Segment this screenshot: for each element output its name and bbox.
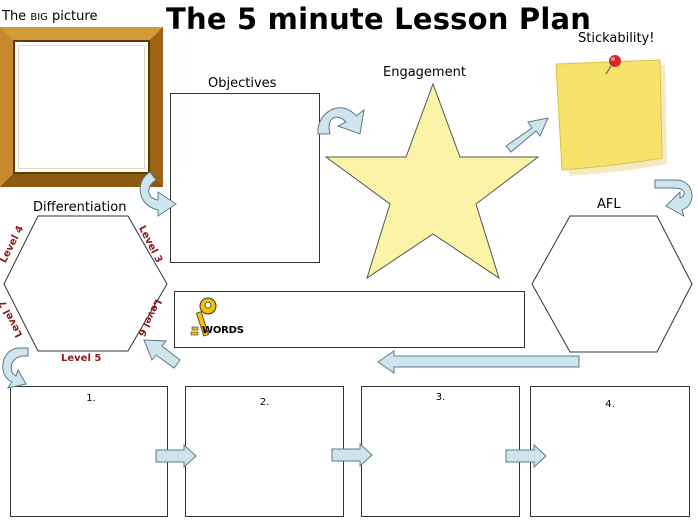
engagement-star [324, 82, 540, 280]
step-arrow-1 [155, 443, 197, 469]
differentiation-label: Differentiation [33, 200, 127, 215]
step-box-1[interactable]: 1. [10, 386, 168, 517]
step-number-2: 2. [259, 397, 270, 408]
afl-label: AFL [597, 197, 621, 212]
step-number-4: 4. [605, 399, 615, 410]
step-box-4[interactable]: 4. [530, 386, 690, 517]
engagement-label: Engagement [383, 65, 466, 80]
step-arrow-2 [331, 442, 373, 468]
objectives-label: Objectives [208, 76, 277, 91]
keywords-text: WORDS [202, 325, 244, 336]
page-title: The 5 minute Lesson Plan [166, 2, 592, 36]
step-number-3: 3. [435, 392, 446, 403]
arrow-keywords-to-hexagon [143, 339, 181, 369]
big-picture-label: The BIG picture [2, 9, 97, 24]
level-5-label: Level 5 [61, 353, 102, 364]
post-it-note [555, 59, 667, 176]
curved-arrow-picture [139, 171, 177, 217]
arrow-afl-to-keywords [377, 350, 580, 374]
key-icon [190, 297, 217, 337]
pushpin-icon [605, 55, 621, 75]
big-picture-prefix: The [2, 9, 27, 24]
picture-frame [0, 27, 163, 187]
differentiation-hexagon [3, 215, 168, 352]
step-arrow-3 [505, 443, 547, 469]
keywords-box[interactable] [174, 291, 525, 348]
curved-arrow-afl [654, 179, 693, 218]
picture-area[interactable] [18, 45, 145, 169]
curved-arrow-objectives [317, 107, 365, 135]
stickability-label: Stickability! [578, 31, 655, 46]
curved-arrow-to-steps [2, 347, 29, 389]
diagonal-arrow-stickability [505, 117, 549, 153]
big-picture-big: BIG [30, 12, 48, 23]
objectives-box[interactable] [170, 93, 320, 263]
big-picture-suffix: picture [52, 9, 98, 24]
step-number-1: 1. [86, 393, 96, 404]
afl-hexagon [531, 215, 693, 353]
